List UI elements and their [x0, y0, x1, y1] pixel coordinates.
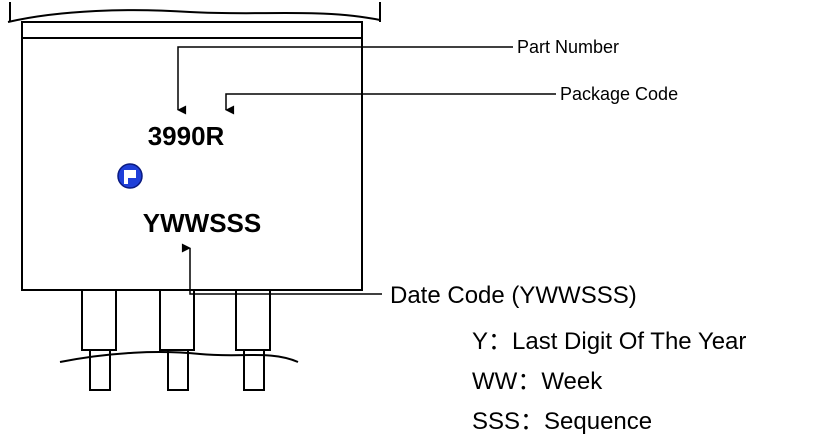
legend-item-week: WW：Week — [472, 368, 603, 395]
company-logo-icon — [117, 163, 143, 189]
package-top-break-edge — [7, 9, 381, 23]
lead-1 — [81, 289, 117, 391]
part-number-label: Part Number — [517, 37, 619, 57]
part-number-marking: 3990R — [148, 121, 225, 151]
legend-item-year: Y：Last Digit Of The Year — [472, 328, 746, 355]
date-code-label: Date Code (YWWSSS) — [390, 282, 637, 309]
package-code-label: Package Code — [560, 84, 678, 104]
legend-item-sequence: SSS：Sequence — [472, 408, 652, 435]
date-code-marking: YWWSSS — [143, 208, 261, 238]
lead-3 — [235, 289, 271, 391]
lead-2 — [159, 289, 195, 391]
package-leads — [81, 289, 271, 391]
package-code-callout: Package Code — [225, 84, 678, 115]
date-code-callout: Date Code (YWWSSS) — [181, 243, 637, 309]
date-code-legend: Y：Last Digit Of The Year WW：Week SSS：Seq… — [472, 328, 746, 435]
part-number-callout: Part Number — [177, 37, 619, 115]
leads-bottom-break-edge — [59, 351, 299, 363]
